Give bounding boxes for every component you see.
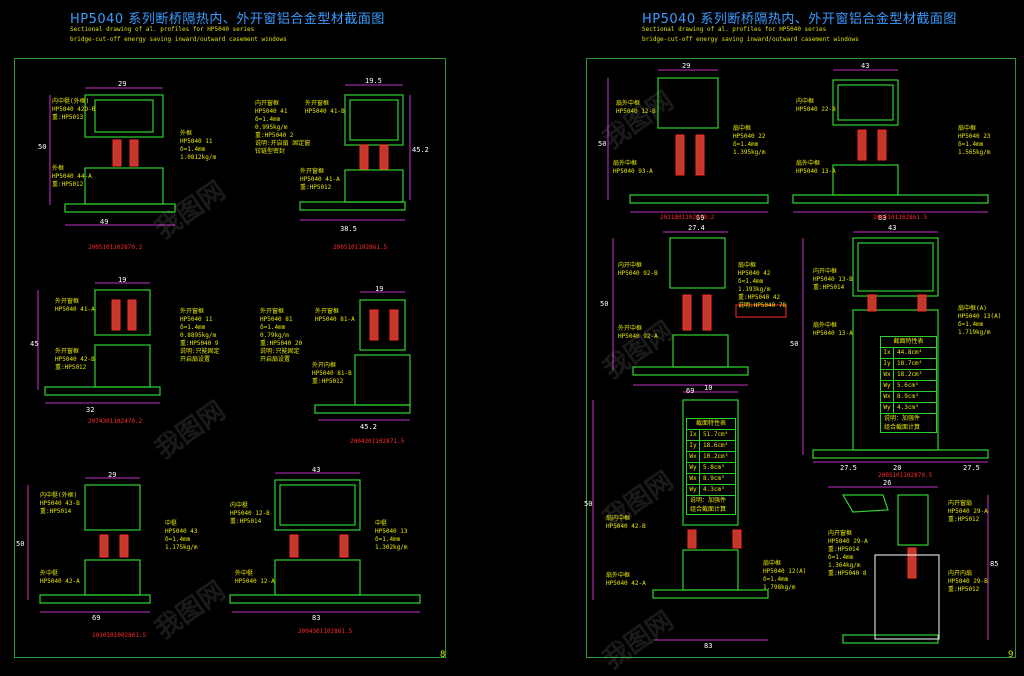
figure-caption: 2005101102861.5 [873, 214, 928, 221]
figure-caption: 2005101102870.2 [88, 244, 143, 251]
profile-i-lower [672, 334, 729, 368]
profile-b-upper [344, 94, 404, 146]
profile-j-upper [852, 237, 939, 297]
highlight-box [874, 554, 940, 640]
figure-caption: 2021801102870.2 [660, 214, 715, 221]
profile-k-lower [682, 549, 739, 591]
right-sheet-frame [586, 58, 1016, 658]
thermal-break-strip [112, 139, 122, 167]
profile-e-upper [84, 484, 141, 531]
left-sheet-frame [14, 58, 446, 658]
figure-caption: 2005101102870.5 [878, 472, 933, 479]
right-sheet-subtitle-1: Sectional drawing of al. profiles for HP… [642, 26, 827, 33]
left-drawing-sheet: HP5040 系列断桥隔热内、外开窗铝合金型材截面图 Sectional dra… [0, 0, 450, 662]
left-profiles-drawing [27, 84, 421, 613]
figure-caption: 2074301102470.2 [88, 418, 143, 425]
table-note: 说明：加强件 组合截面计算 [884, 415, 921, 431]
profile-d-upper [359, 299, 406, 351]
left-sheet-title: HP5040 系列断桥隔热内、外开窗铝合金型材截面图 [70, 12, 385, 27]
profile-k-upper [682, 399, 739, 526]
profile-h-upper [832, 79, 899, 126]
profile-i-upper [669, 237, 726, 289]
table-header: 截面特性表 [687, 419, 735, 430]
left-sheet-subtitle-1: Sectional drawing of al. profiles for HP… [70, 26, 255, 33]
table-header: 截面特性表 [881, 337, 936, 348]
profile-h-lower [832, 164, 899, 196]
profile-f-upper [274, 479, 361, 531]
profile-f-lower [274, 559, 361, 596]
profile-g-upper [657, 77, 719, 129]
table-note: 说明：加强件 组合截面计算 [690, 497, 727, 513]
highlight-box [735, 304, 787, 318]
profile-c-lower [94, 344, 151, 388]
figure-caption: 2004301102871.5 [350, 438, 405, 445]
figure-caption: 2004301102861.5 [298, 628, 353, 635]
thermal-break-strip [675, 134, 685, 176]
left-sheet-subtitle-2: bridge-cut-off energy saving inward/outw… [70, 36, 287, 43]
profile-a-upper [84, 94, 164, 138]
right-page-number: 9 [1008, 650, 1014, 660]
profile-l-sash [841, 494, 889, 513]
figure-caption: 2005101102861.5 [333, 244, 388, 251]
profile-d-lower [354, 354, 411, 406]
right-sheet-subtitle-2: bridge-cut-off energy saving inward/outw… [642, 36, 859, 43]
left-page-number: 8 [440, 650, 446, 660]
right-profiles-drawing [592, 69, 989, 644]
profile-b-lower [344, 169, 404, 203]
right-sheet-title: HP5040 系列断桥隔热内、外开窗铝合金型材截面图 [642, 12, 957, 27]
right-drawing-sheet: HP5040 系列断桥隔热内、外开窗铝合金型材截面图 Sectional dra… [578, 0, 1024, 675]
profile-a-lower [84, 167, 164, 205]
figure-caption: 1010101002861.5 [92, 632, 147, 639]
profile-e-lower [84, 559, 141, 596]
profile-c-upper [94, 289, 151, 336]
